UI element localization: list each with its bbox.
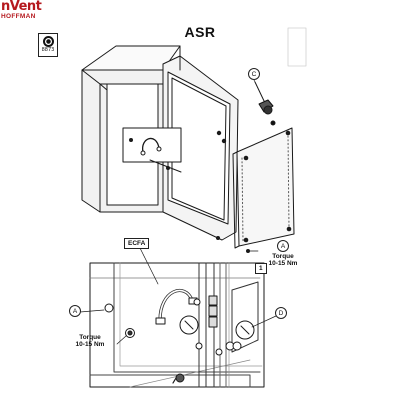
ground-detail-box — [122, 127, 182, 173]
brand-logo: nVent HOFFMAN — [1, 0, 42, 21]
torque-label-detail: Torque 10-15 Nm — [66, 334, 114, 348]
detail-frame — [79, 247, 277, 388]
lock-assembly — [254, 81, 276, 126]
callout-d: D — [275, 307, 287, 319]
ecfa-label: ECFA — [124, 238, 150, 249]
torque-label-detail-line1: Torque — [79, 334, 101, 341]
torque-label-top-line2: 10-15 Nm — [268, 260, 298, 267]
callout-a-detail: A — [69, 305, 81, 317]
torque-label-top: Torque 10-15 Nm — [259, 253, 307, 267]
brand-subname: HOFFMAN — [1, 13, 36, 20]
callout-c: C — [248, 68, 260, 80]
torque-label-top-line1: Torque — [272, 253, 294, 260]
detail-number-badge: 1 — [255, 263, 267, 274]
torque-label-detail-line2: 10-15 Nm — [75, 341, 105, 348]
brand-name: nVent — [1, 0, 42, 14]
door-screws — [129, 130, 227, 240]
open-door — [162, 55, 239, 241]
mounting-plate — [232, 127, 295, 253]
badge-code: 8873 — [41, 47, 55, 53]
page-title: ASR — [184, 24, 216, 40]
callout-a-top: A — [277, 240, 289, 252]
scan-artifact — [287, 27, 307, 67]
ground-symbol-icon — [42, 36, 54, 47]
ground-badge: 8873 — [38, 33, 58, 57]
